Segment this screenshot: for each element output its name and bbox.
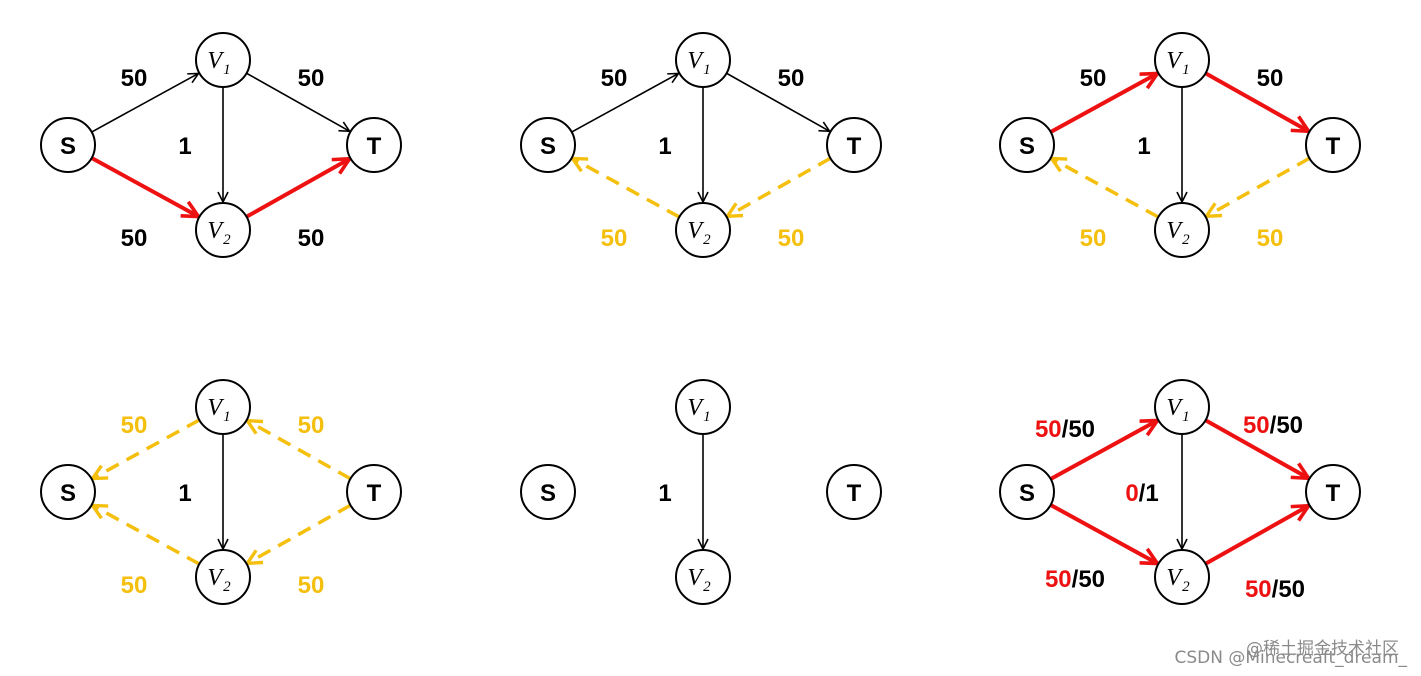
edge-label-v1-t: 50 <box>298 65 325 92</box>
node-v2: V2 <box>195 202 251 258</box>
edge-label-v2-t: 50 <box>778 225 805 252</box>
edge-v1-s <box>93 418 201 479</box>
edge-label-v1-v2: 1 <box>178 480 191 507</box>
edge-v1-t <box>246 72 350 131</box>
edge-v2-t <box>1204 506 1309 566</box>
edge-t-v2 <box>727 156 832 216</box>
edge-v2-s <box>93 505 201 566</box>
svg-text:T: T <box>1326 133 1341 160</box>
node-t: T <box>346 464 402 520</box>
edge-label-v1-v2: 1 <box>658 133 671 160</box>
node-s: S <box>999 117 1055 173</box>
edge-v2-s <box>1052 158 1160 219</box>
edge-label-v1-v2: 1 <box>178 133 191 160</box>
edge-label-v1-v2: 1 <box>658 480 671 507</box>
edge-v2-t <box>245 159 350 219</box>
svg-text:S: S <box>1019 480 1035 507</box>
node-v1: V1 <box>1154 32 1210 88</box>
node-v2: V2 <box>1154 549 1210 605</box>
svg-text:T: T <box>1326 480 1341 507</box>
node-v1: V1 <box>195 32 251 88</box>
edge-label-v1-t: 50/50 <box>1243 412 1303 439</box>
edge-v2-s <box>573 158 681 219</box>
node-s: S <box>40 117 96 173</box>
svg-text:S: S <box>1019 133 1035 160</box>
node-v2: V2 <box>1154 202 1210 258</box>
svg-text:S: S <box>60 133 76 160</box>
edge-label-s-v2: 50 <box>121 225 148 252</box>
edge-label-v2-t: 50 <box>1257 225 1284 252</box>
edge-label-v1-v2: 1 <box>1137 133 1150 160</box>
node-v1: V1 <box>675 379 731 435</box>
edge-label-s-v2: 50 <box>121 572 148 599</box>
edge-label-v1-t: 50 <box>298 412 325 439</box>
edge-label-s-v2: 50 <box>1080 225 1107 252</box>
svg-text:T: T <box>847 480 862 507</box>
edge-label-v2-t: 50 <box>298 225 325 252</box>
svg-text:S: S <box>540 133 556 160</box>
node-v1: V1 <box>195 379 251 435</box>
edge-s-v1 <box>1049 73 1158 134</box>
edge-v1-t <box>1204 71 1309 131</box>
edge-label-s-v1: 50 <box>601 65 628 92</box>
svg-text:T: T <box>367 133 382 160</box>
edge-label-v1-t: 50 <box>778 65 805 92</box>
edge-s-v1 <box>1049 420 1158 481</box>
node-v2: V2 <box>675 202 731 258</box>
node-v2: V2 <box>195 549 251 605</box>
node-t: T <box>826 117 882 173</box>
watermark-author: CSDN @Minecreaft_dream_ <box>1174 648 1407 668</box>
edge-v1-t <box>1204 418 1309 478</box>
node-v1: V1 <box>675 32 731 88</box>
svg-text:S: S <box>60 480 76 507</box>
edge-s-v1 <box>91 73 199 133</box>
edge-t-v2 <box>1206 156 1311 216</box>
edge-label-v1-t: 50 <box>1257 65 1284 92</box>
node-v1: V1 <box>1154 379 1210 435</box>
edge-label-s-v1: 50 <box>121 65 148 92</box>
edge-label-v2-t: 50/50 <box>1245 576 1305 603</box>
edge-s-v2 <box>1049 503 1158 564</box>
edge-t-v1 <box>247 421 352 481</box>
edge-label-s-v1: 50 <box>1080 65 1107 92</box>
node-t: T <box>346 117 402 173</box>
edge-v1-t <box>726 72 830 131</box>
edge-label-s-v2: 50 <box>601 225 628 252</box>
node-t: T <box>826 464 882 520</box>
edge-s-v2 <box>90 156 199 217</box>
svg-text:T: T <box>367 480 382 507</box>
edge-s-v1 <box>571 73 679 133</box>
edge-label-v2-t: 50 <box>298 572 325 599</box>
svg-text:S: S <box>540 480 556 507</box>
edge-label-v1-v2: 0/1 <box>1125 480 1158 507</box>
node-s: S <box>999 464 1055 520</box>
node-t: T <box>1305 464 1361 520</box>
edge-t-v2 <box>247 503 352 563</box>
watermark-site: @稀土掘金技术社区 <box>1246 639 1399 659</box>
node-v2: V2 <box>675 549 731 605</box>
edge-label-s-v1: 50 <box>121 412 148 439</box>
edge-label-s-v1: 50/50 <box>1035 416 1095 443</box>
node-t: T <box>1305 117 1361 173</box>
node-s: S <box>520 117 576 173</box>
node-s: S <box>40 464 96 520</box>
edge-label-s-v2: 50/50 <box>1045 566 1105 593</box>
svg-text:T: T <box>847 133 862 160</box>
node-s: S <box>520 464 576 520</box>
